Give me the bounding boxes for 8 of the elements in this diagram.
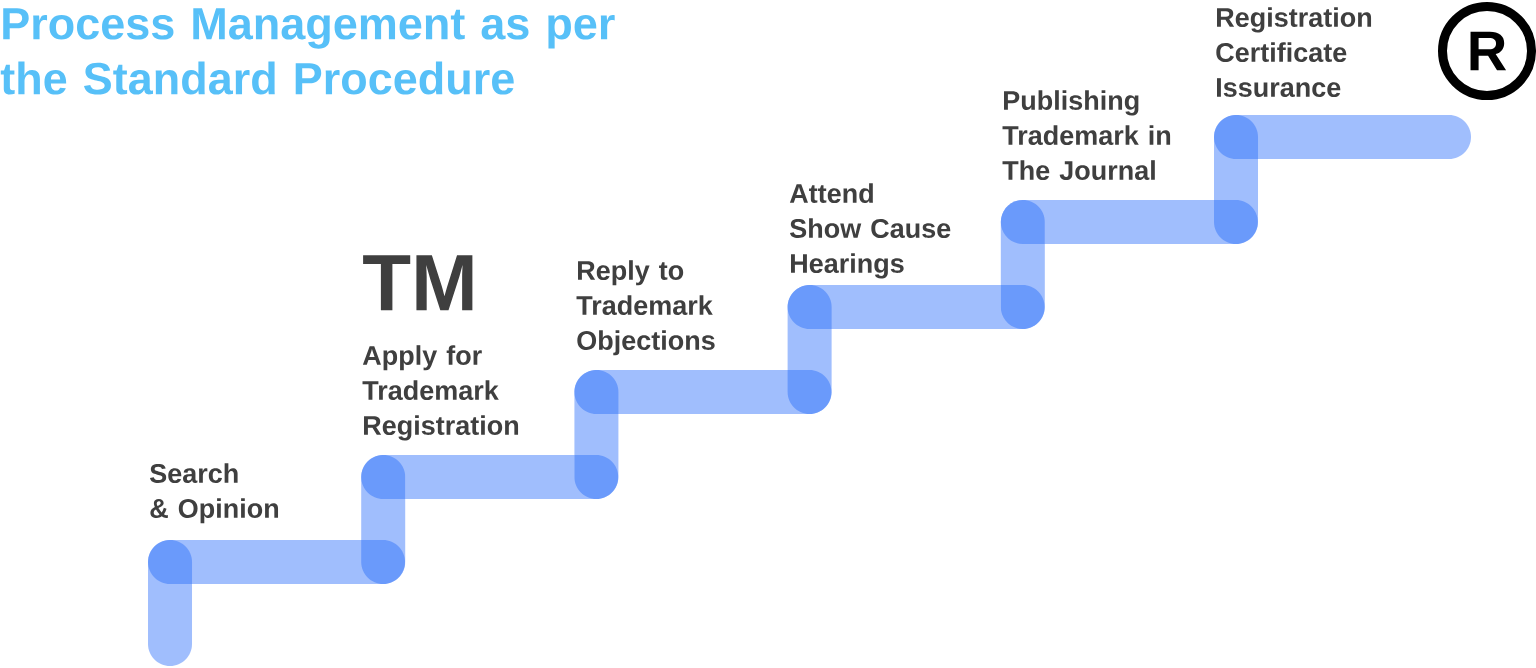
step-label: Registration Certificate Issurance xyxy=(1216,7,1372,98)
title: Process Management as per the Standard Procedure xyxy=(0,8,615,95)
step-label: Reply to Trademark Objections xyxy=(576,260,715,356)
step-label: Publishing Trademark in The Journal xyxy=(1002,90,1171,181)
step-label: Apply for Trademark Registration xyxy=(362,345,519,441)
step-label: Attend Show Cause Hearings xyxy=(789,183,951,279)
step-label: Search & Opinion xyxy=(150,463,279,524)
tm-text: TM xyxy=(363,255,473,311)
